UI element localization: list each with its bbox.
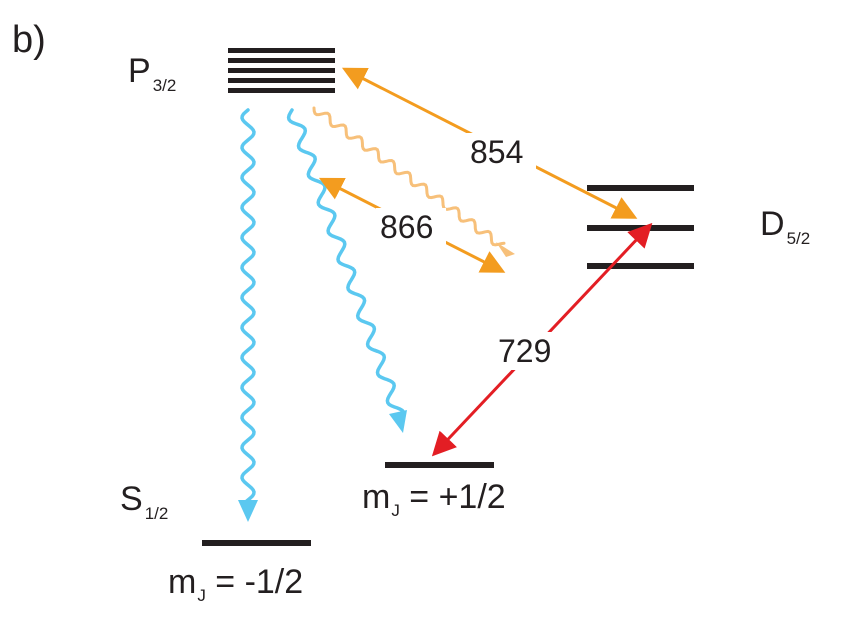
panel-label: b) — [12, 19, 46, 61]
decay-arrowhead-plus — [389, 410, 407, 433]
decay-arrowhead-d — [496, 242, 515, 257]
decay-arrowhead-minus — [238, 500, 258, 522]
label-729-bg — [494, 332, 564, 370]
decay-wave-to-minus — [240, 108, 256, 504]
label-854-bg — [466, 133, 536, 171]
decay-wave-to-plus — [286, 108, 406, 414]
mj-plus-label: mJ = +1/2 — [362, 478, 506, 520]
mj-minus-label: mJ = -1/2 — [168, 563, 303, 605]
label-854: 854 — [470, 134, 523, 170]
label-866: 866 — [380, 209, 433, 245]
p32-level — [228, 48, 335, 93]
s12-minus-level — [202, 540, 311, 546]
s12-plus-level — [385, 462, 494, 468]
d52-level — [587, 185, 694, 269]
label-729: 729 — [498, 333, 551, 369]
